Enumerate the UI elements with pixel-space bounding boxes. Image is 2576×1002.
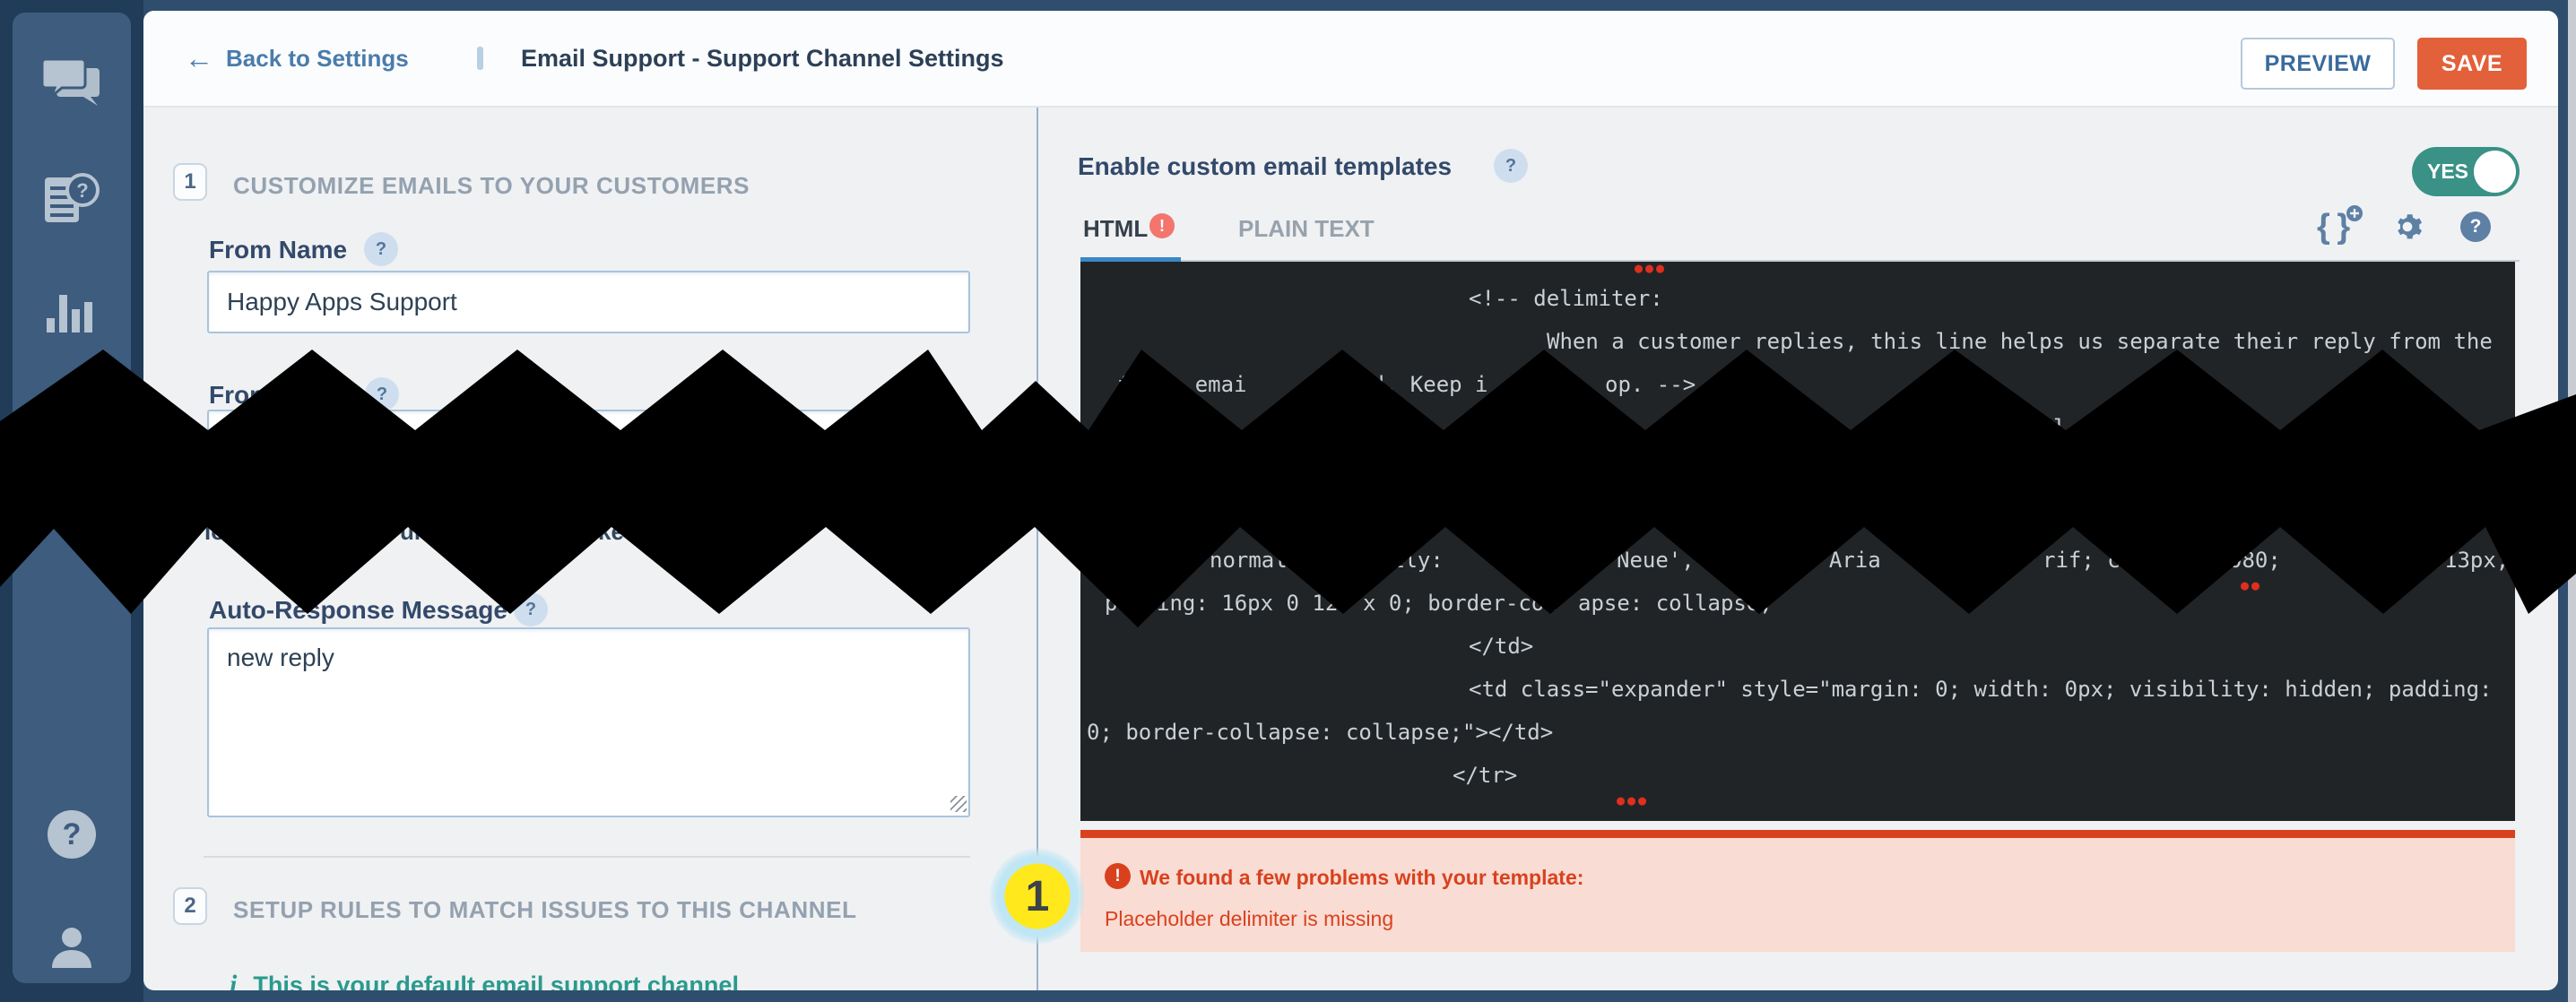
- code-fragment: 080;: [2229, 548, 2281, 573]
- from-email-label: From: [209, 381, 272, 409]
- section-1-number: 1: [173, 163, 207, 201]
- preview-button[interactable]: PREVIEW: [2241, 38, 2395, 90]
- tab-html[interactable]: HTML: [1083, 215, 1149, 242]
- error-detail: Placeholder delimiter is missing: [1105, 907, 1394, 930]
- save-button[interactable]: SAVE: [2417, 38, 2527, 90]
- section-2-number: 2: [173, 887, 207, 925]
- back-to-settings-link[interactable]: ← Back to Settings: [185, 38, 409, 79]
- code-fragment: l: [2053, 415, 2067, 440]
- code-fragment: </tr>: [1453, 763, 1518, 788]
- code-fragment: 13px;: [2444, 548, 2510, 573]
- page-title: Email Support - Support Channel Settings: [521, 44, 1004, 72]
- knowledge-base-icon[interactable]: ?: [13, 172, 131, 224]
- top-bar: ← Back to Settings Email Support - Suppo…: [143, 11, 2558, 108]
- default-channel-note: i This is your default email support cha…: [230, 970, 739, 990]
- code-fragment: di: [1805, 415, 1831, 440]
- svg-text:?: ?: [63, 817, 82, 851]
- code-fragment: When a customer replies, this line helps…: [1547, 329, 2493, 354]
- code-fragment: <!-- delimiter:: [1469, 286, 1663, 311]
- enable-templates-toggle[interactable]: YES: [2412, 147, 2520, 196]
- toggle-knob: [2474, 151, 2516, 193]
- error-box-accent: [1080, 830, 2515, 838]
- from-name-input[interactable]: [207, 271, 970, 333]
- code-fragment: , Aria: [1803, 548, 1881, 573]
- code-fragment: </td>: [1469, 634, 1534, 659]
- code-fragment: pa: [1105, 591, 1131, 616]
- error-squiggle-top: ●●●: [1635, 262, 1668, 276]
- error-squiggle-middle: ●●: [2241, 577, 2263, 593]
- redacted-text-fragment: ul: [400, 518, 421, 545]
- code-fragment: apse: collapse;: [1578, 591, 1773, 616]
- code-fragment: x 0; border-col: [1363, 591, 1557, 616]
- insert-placeholder-icon[interactable]: { }: [2317, 205, 2363, 246]
- code-fragment: f the emai: [1117, 372, 1247, 397]
- code-fragment: op. -->: [1605, 372, 1696, 397]
- default-channel-note-text: This is your default email support chann…: [253, 971, 739, 991]
- back-arrow-icon: ←: [185, 42, 213, 74]
- code-fragment: x: [2258, 415, 2271, 440]
- error-squiggle-tr: ●●●: [1617, 792, 1650, 808]
- profile-icon[interactable]: [13, 927, 131, 972]
- auto-response-textarea[interactable]: new reply: [207, 627, 970, 817]
- toggle-state-label: YES: [2427, 160, 2469, 183]
- section-2-title: SETUP RULES TO MATCH ISSUES TO THIS CHAN…: [233, 896, 857, 923]
- from-name-label: From Name: [209, 236, 348, 263]
- code-fragment: 0; border-collapse: collapse;"></td>: [1087, 720, 1554, 745]
- code-fragment: ily:: [1392, 548, 1444, 573]
- enable-templates-help-icon[interactable]: ?: [1494, 149, 1528, 183]
- page-scrollbar[interactable]: [2568, 0, 2576, 1002]
- from-email-input[interactable]: [207, 410, 970, 472]
- step-marker-number: 1: [1025, 872, 1050, 920]
- error-exclamation-icon: !: [1105, 863, 1131, 889]
- help-icon[interactable]: ?: [13, 810, 131, 859]
- code-fragment: ad. Keep i: [1358, 372, 1488, 397]
- section-1-title: CUSTOMIZE EMAILS TO YOUR CUSTOMERS: [233, 172, 750, 199]
- redacted-text-fragment: lo: [204, 518, 226, 545]
- active-tab-underline: [1080, 257, 1181, 263]
- code-fragment: <td class="expander" style="margin: 0; w…: [1469, 677, 2493, 702]
- section-divider: [204, 856, 970, 858]
- textarea-resize-handle[interactable]: [950, 796, 967, 812]
- code-fragment: rif; c: [2043, 548, 2121, 573]
- html-template-editor[interactable]: <!-- delimiter: When a customer replies, …: [1080, 262, 2515, 821]
- error-title: We found a few problems with your templa…: [1140, 866, 1584, 889]
- content-card: ← Back to Settings Email Support - Suppo…: [143, 11, 2558, 990]
- tab-plain-text[interactable]: PLAIN TEXT: [1238, 215, 1375, 242]
- svg-text:?: ?: [76, 179, 88, 202]
- tab-bar-rule: [1181, 260, 2520, 262]
- settings-gear-icon[interactable]: [2390, 210, 2424, 248]
- auto-response-help-icon[interactable]: ?: [514, 592, 548, 626]
- code-fragment: normal: [1210, 548, 1288, 573]
- from-email-help-icon[interactable]: ?: [365, 377, 399, 411]
- from-name-help-icon[interactable]: ?: [364, 232, 398, 266]
- info-icon: i: [230, 970, 238, 990]
- code-fragment: ing: 16px 0 12: [1157, 591, 1339, 616]
- chat-icon[interactable]: [13, 59, 131, 108]
- reports-icon[interactable]: [13, 295, 131, 333]
- redacted-text-fragment: ke: [598, 518, 624, 545]
- enable-templates-label: Enable custom email templates: [1078, 152, 1453, 180]
- editor-help-icon[interactable]: ?: [2460, 212, 2491, 242]
- title-separator: [477, 47, 483, 70]
- code-fragment: Neue',: [1617, 548, 1695, 573]
- sidebar: ? ?: [13, 13, 131, 983]
- auto-response-label: Auto-Response Message: [209, 596, 507, 624]
- back-label: Back to Settings: [226, 44, 409, 72]
- html-tab-error-badge: !: [1149, 213, 1175, 238]
- template-error-box: ! We found a few problems with your temp…: [1080, 830, 2515, 952]
- step-marker-circle[interactable]: [990, 849, 1085, 944]
